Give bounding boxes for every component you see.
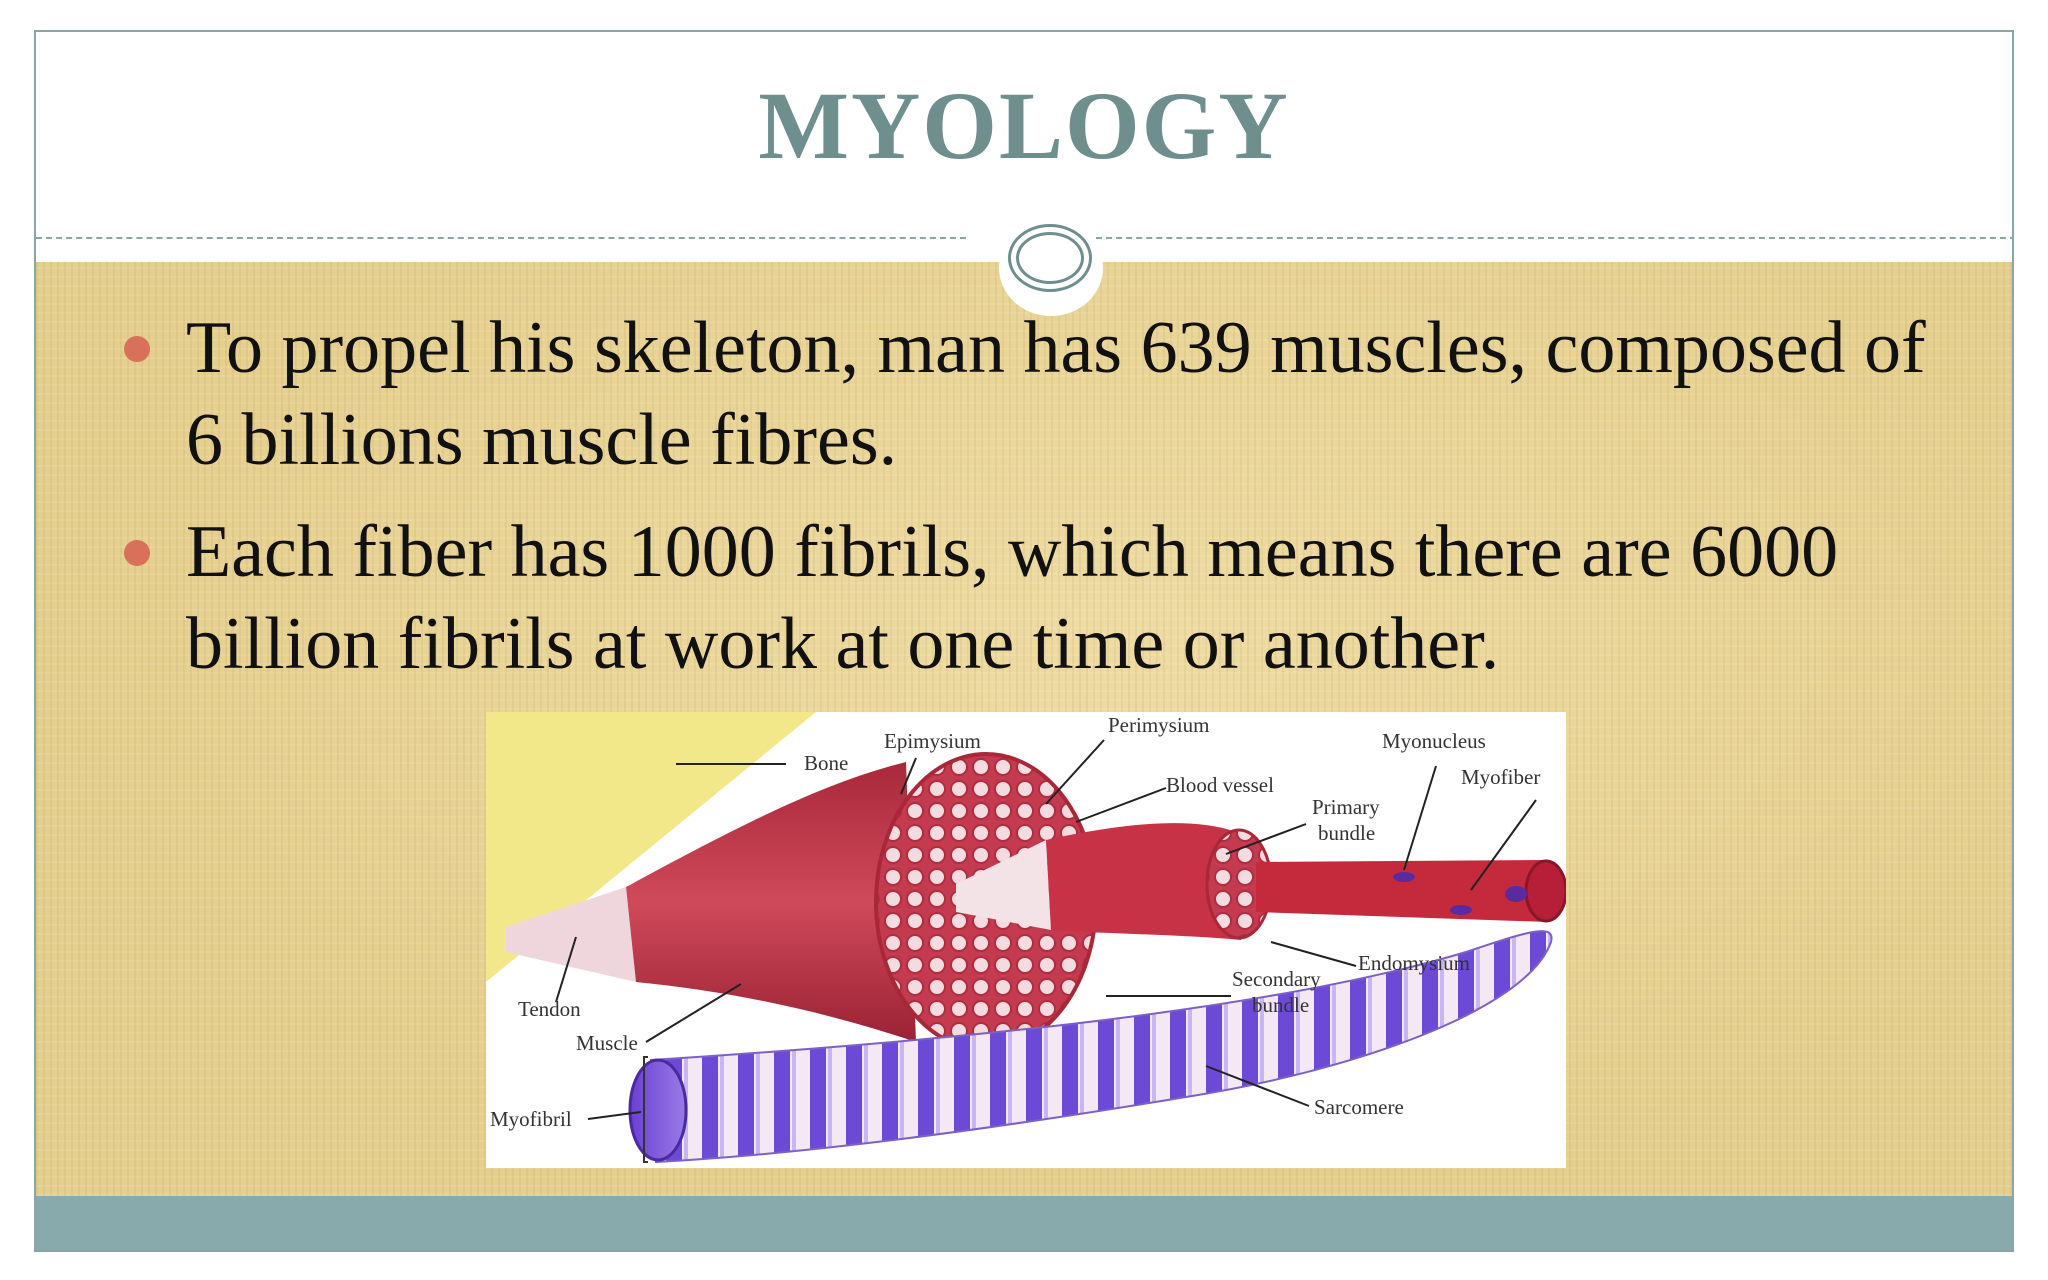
label-secondary-bundle: Secondary <box>1232 967 1321 991</box>
primary-bundle-shape <box>1046 823 1241 940</box>
label-myofibril: Myofibril <box>490 1107 572 1131</box>
muscle-belly-shape <box>626 762 916 1042</box>
bullet-item: To propel his skeleton, man has 639 musc… <box>106 302 1956 486</box>
slide-header: MYOLOGY <box>36 32 2012 264</box>
muscle-anatomy-figure: Bone Epimysium Perimysium Myonucleus Myo… <box>486 712 1566 1168</box>
bullet-dot-icon <box>124 540 150 566</box>
bullet-dot-icon <box>124 336 150 362</box>
label-sarcomere: Sarcomere <box>1314 1095 1404 1119</box>
label-secondary-bundle-2: bundle <box>1252 993 1309 1017</box>
header-divider-left <box>36 237 966 239</box>
myofiber-shape <box>1256 860 1548 922</box>
slide: MYOLOGY To propel his skeleton, man has … <box>34 30 2014 1252</box>
myonucleus-shape <box>1393 872 1415 882</box>
leader-lines <box>555 739 1537 1120</box>
bullet-text: To propel his skeleton, man has 639 musc… <box>186 307 1926 481</box>
footer-bar <box>36 1196 2012 1250</box>
label-muscle: Muscle <box>576 1031 638 1055</box>
bullet-item: Each fiber has 1000 fibrils, which means… <box>106 506 1956 690</box>
myofiber-end <box>1524 859 1566 923</box>
label-epimysium: Epimysium <box>884 729 981 753</box>
header-divider-right <box>1096 237 2012 239</box>
myofibril-bracket <box>643 1056 648 1163</box>
bullet-text: Each fiber has 1000 fibrils, which means… <box>186 511 1839 685</box>
label-myofiber: Myofiber <box>1461 765 1540 789</box>
myonucleus-shape <box>1450 905 1472 915</box>
label-tendon: Tendon <box>518 997 581 1021</box>
tendon-shape <box>506 887 636 982</box>
ornament-inner-ring <box>1016 232 1084 284</box>
myofibril-end <box>628 1058 688 1162</box>
muscle-anatomy-illustration: Bone Epimysium Perimysium Myonucleus Myo… <box>486 712 1566 1164</box>
label-myonucleus: Myonucleus <box>1382 729 1486 753</box>
myonucleus-shape <box>1505 886 1527 902</box>
slide-title: MYOLOGY <box>758 72 1290 179</box>
label-endomysium: Endomysium <box>1358 951 1470 975</box>
myofibril-shape <box>649 930 1553 1164</box>
ornament-ring-icon <box>1008 224 1092 292</box>
label-primary-bundle: Primary <box>1312 795 1380 819</box>
label-primary-bundle-2: bundle <box>1318 821 1375 845</box>
label-perimysium: Perimysium <box>1108 713 1210 737</box>
bullet-list: To propel his skeleton, man has 639 musc… <box>106 302 1956 710</box>
fiber-core-shape <box>956 840 1051 930</box>
label-bone: Bone <box>804 751 848 775</box>
label-blood-vessel: Blood vessel <box>1166 773 1274 797</box>
